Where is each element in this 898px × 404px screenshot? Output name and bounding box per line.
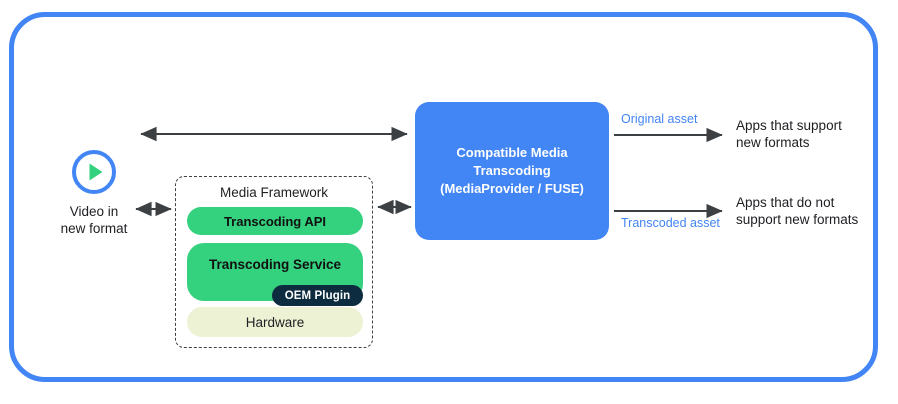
apps-support-label: Apps that support new formats <box>736 118 842 150</box>
compatible-media-transcoding-box: Compatible Media Transcoding (MediaProvi… <box>415 102 609 240</box>
original-asset-label: Original asset <box>621 112 698 126</box>
media-framework-title: Media Framework <box>219 185 329 200</box>
media-framework-box: Media Framework Transcoding API Transcod… <box>175 176 373 348</box>
transcoded-asset-label: Transcoded asset <box>621 216 720 230</box>
oem-plugin-badge: OEM Plugin <box>272 285 363 306</box>
video-source-group: Video in new format <box>48 148 140 237</box>
hardware-layer: Hardware <box>187 307 363 337</box>
video-source-label: Video in new format <box>60 204 128 236</box>
apps-no-support-label: Apps that do not support new formats <box>736 195 859 227</box>
transcoding-api-layer: Transcoding API <box>187 207 363 235</box>
outer-frame-border <box>9 12 878 382</box>
play-circle-icon <box>72 150 116 194</box>
